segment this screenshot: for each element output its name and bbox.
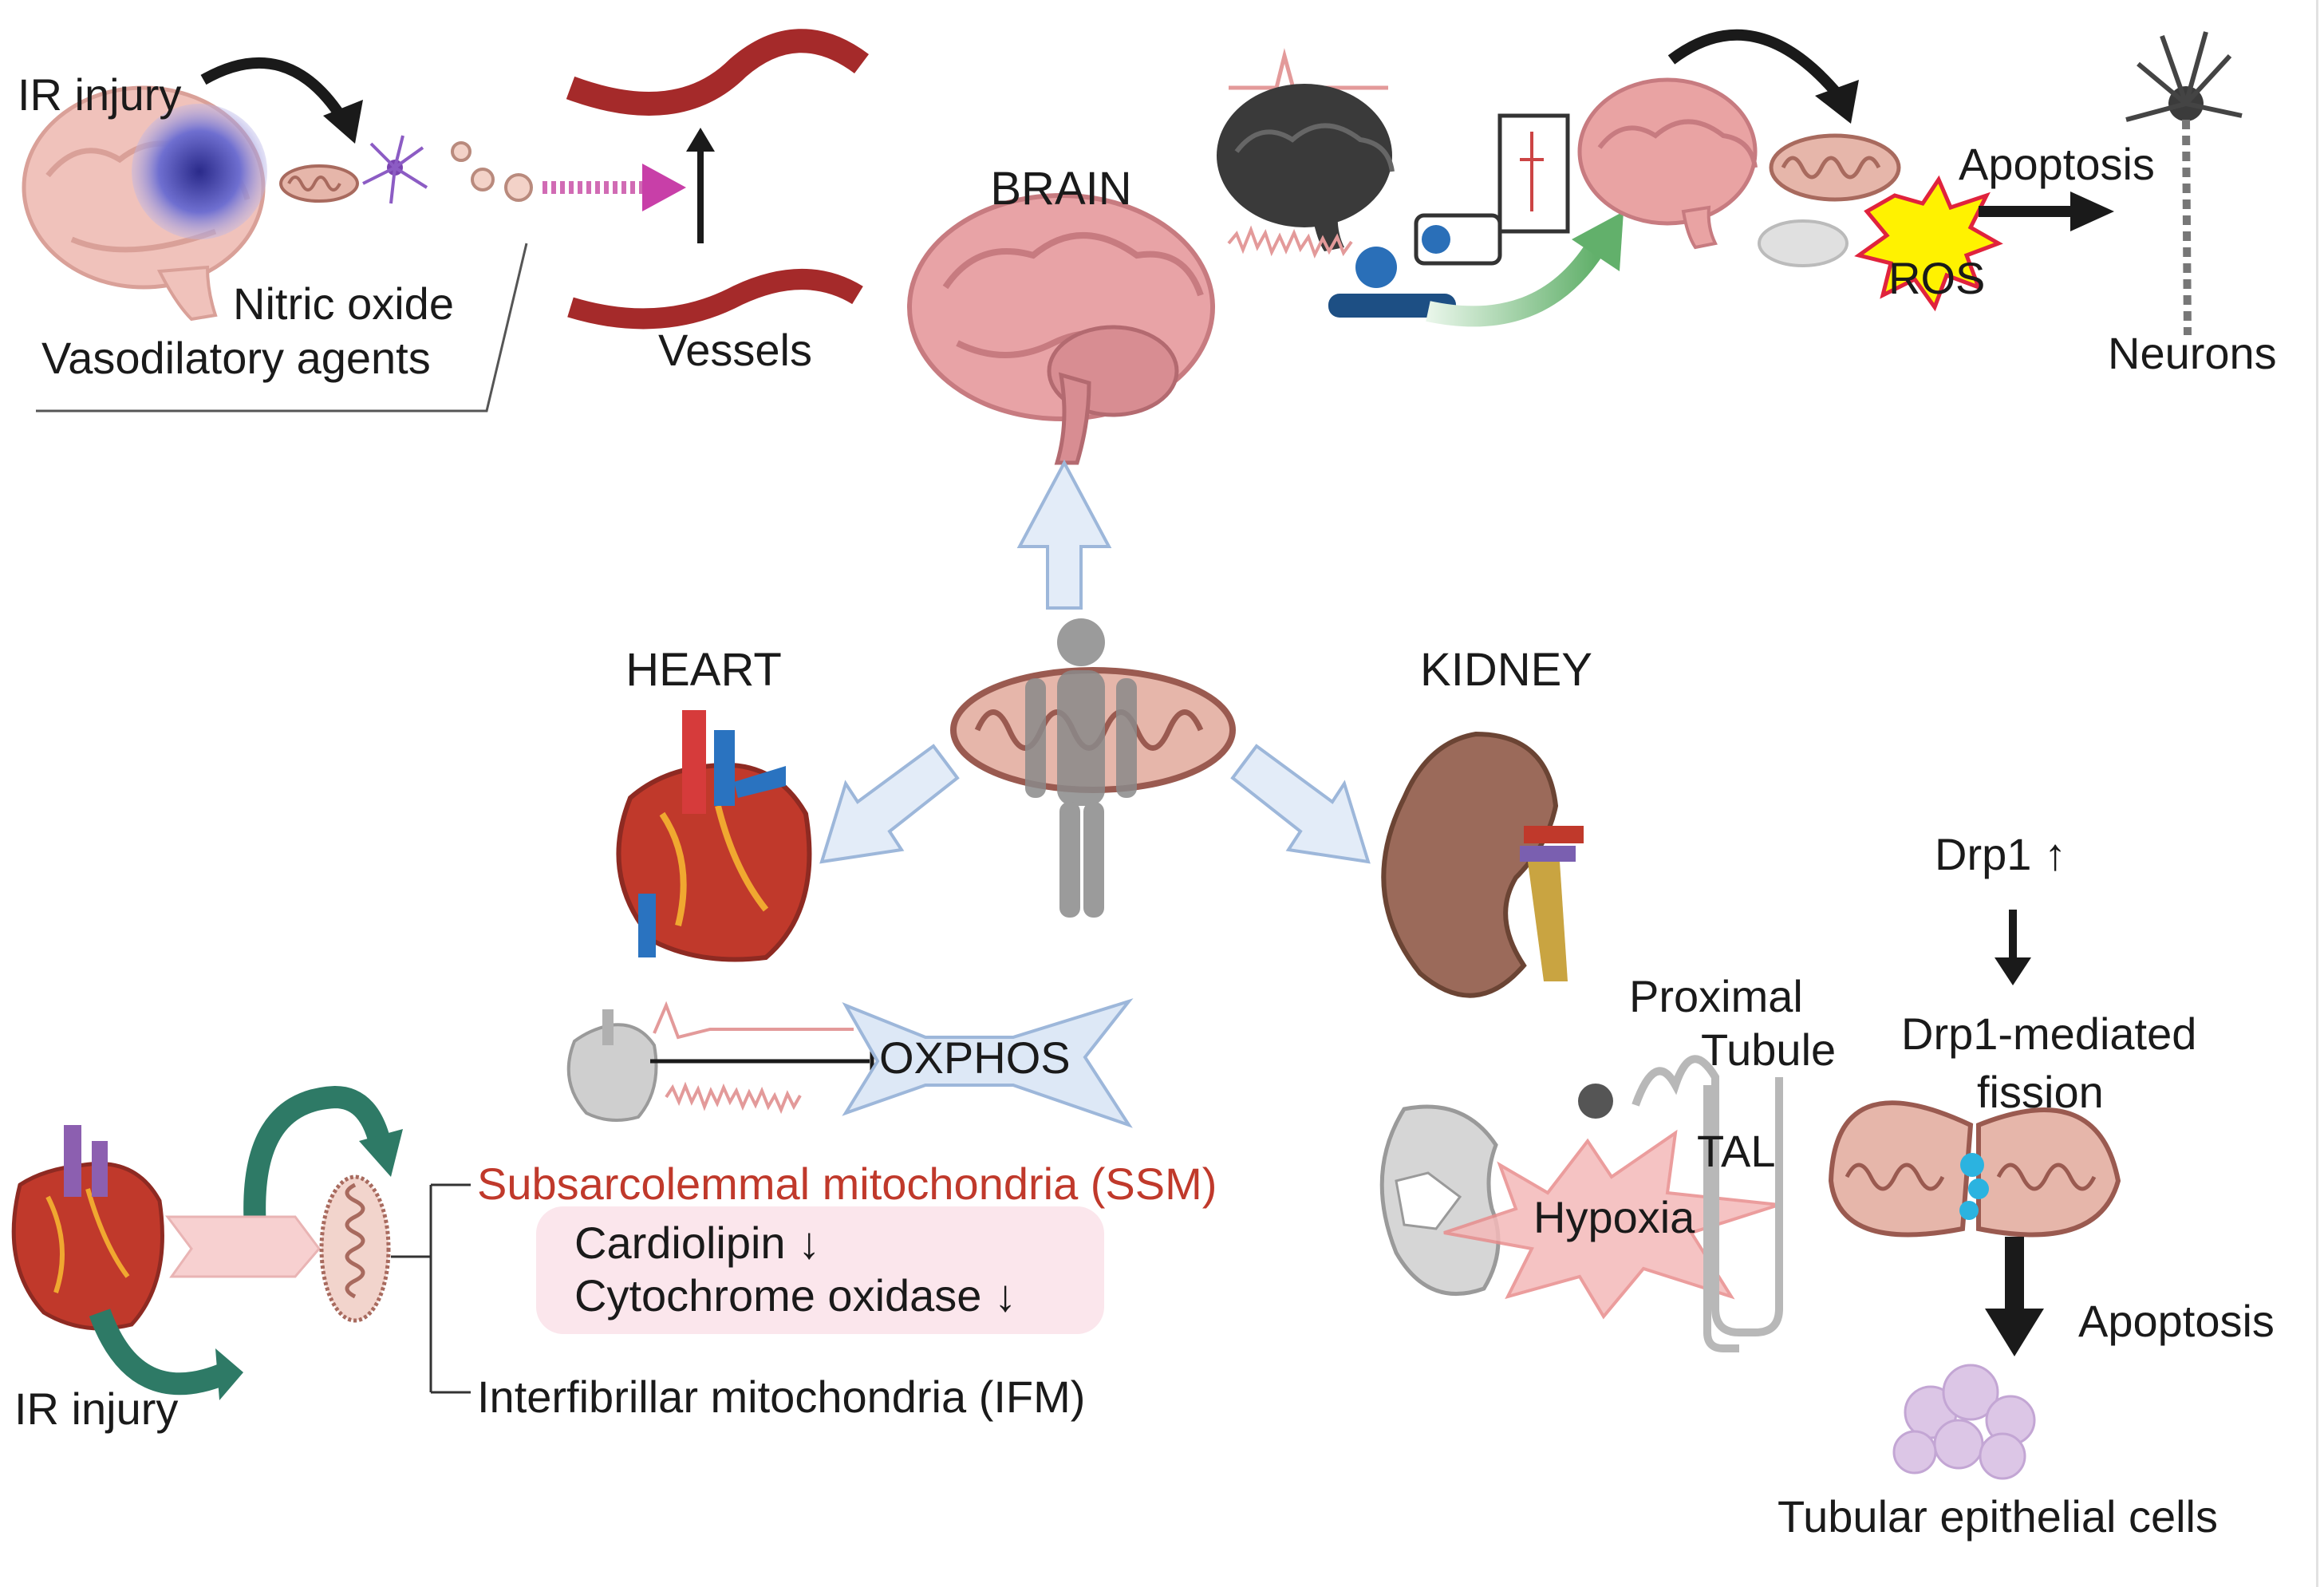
human-body-icon bbox=[1025, 618, 1137, 918]
dark-brain-icon bbox=[1217, 84, 1395, 251]
heart-noise-trace-icon bbox=[665, 1081, 802, 1115]
hypoxia-burst-icon bbox=[1443, 1129, 1780, 1320]
vessels-label: Vessels bbox=[658, 325, 812, 375]
oxphos-bowtie-icon bbox=[842, 998, 1134, 1128]
hypoxia-label: Hypoxia bbox=[1533, 1192, 1695, 1242]
brain-mitochondrion-icon bbox=[1758, 133, 1901, 267]
vasodilatory-label: Vasodilatory agents bbox=[41, 333, 431, 383]
up-arrow-to-brain-icon bbox=[1016, 459, 1112, 610]
ecmo-device-icon bbox=[1414, 113, 1570, 266]
heart-mitochondrion-icon bbox=[319, 1174, 391, 1323]
nitric-oxide-droplets-icon bbox=[451, 141, 533, 202]
heart-ecg-trace-icon bbox=[653, 1001, 854, 1040]
cardiolipin-label: Cardiolipin ↓ bbox=[574, 1218, 821, 1268]
patient-icon bbox=[1328, 247, 1456, 318]
drp1-label: Drp1 ↑ bbox=[1935, 829, 2066, 879]
reperfusion-green-arrow-icon bbox=[1426, 241, 1604, 327]
ssm-ifm-bracket bbox=[391, 1183, 471, 1394]
ros-label: ROS bbox=[1888, 253, 1986, 303]
teal-curved-arrow-top-icon bbox=[243, 1085, 393, 1230]
kidney-apoptosis-label: Apoptosis bbox=[2078, 1296, 2275, 1346]
kidney-icon bbox=[1381, 731, 1584, 998]
arrow-to-heart-icon bbox=[819, 744, 960, 864]
vessel-top-icon bbox=[566, 29, 869, 116]
neurons-label: Neurons bbox=[2108, 328, 2277, 378]
reperfused-brain-icon bbox=[1577, 77, 1758, 250]
arrow-to-kidney-icon bbox=[1230, 744, 1371, 864]
tubule-label: Tubule bbox=[1701, 1024, 1837, 1075]
brain-title: BRAIN bbox=[990, 163, 1132, 215]
right-edge-line bbox=[2316, 0, 2318, 1587]
mitochondrion-small-icon bbox=[279, 164, 359, 203]
kidney-title: KIDNEY bbox=[1420, 644, 1592, 696]
heart-icon bbox=[616, 710, 812, 962]
tal-label: TAL bbox=[1697, 1126, 1776, 1176]
neuron-small-icon bbox=[362, 135, 428, 204]
bracket-line bbox=[36, 243, 528, 413]
cytochrome-oxidase-label: Cytochrome oxidase ↓ bbox=[574, 1270, 1017, 1321]
tubular-cells-icon bbox=[1892, 1364, 2036, 1480]
kidney-cross-section-icon bbox=[1379, 1084, 1613, 1297]
vessel-bottom-icon bbox=[567, 269, 863, 330]
fission-mitochondrion-icon bbox=[1828, 1100, 2121, 1238]
oxphos-label: OXPHOS bbox=[879, 1032, 1071, 1083]
gray-heart-icon bbox=[566, 1009, 658, 1122]
ssm-label: Subsarcolemmal mitochondria (SSM) bbox=[477, 1159, 1217, 1209]
tubular-cells-label: Tubular epithelial cells bbox=[1778, 1491, 2218, 1542]
ros-burst-icon bbox=[1854, 175, 2003, 312]
brain-apoptosis-label: Apoptosis bbox=[1959, 139, 2155, 189]
ischemic-brain-icon bbox=[22, 85, 267, 322]
ir-heart-icon bbox=[11, 1125, 164, 1331]
apoptosis-down-arrow-icon bbox=[2005, 1237, 2024, 1313]
nephron-tubule-icon bbox=[1632, 1055, 1783, 1352]
teal-curved-arrow-bottom-icon bbox=[89, 1309, 232, 1396]
brain-ir-injury-label: IR injury bbox=[18, 69, 182, 120]
brain-sagittal-icon bbox=[907, 193, 1215, 465]
ssm-changes-box bbox=[536, 1206, 1104, 1334]
eeg-trace-icon bbox=[1227, 225, 1353, 259]
cardiomyocyte-icon bbox=[165, 1215, 321, 1278]
ifm-label: Interfibrillar mitochondria (IFM) bbox=[477, 1372, 1086, 1422]
proximal-label: Proximal bbox=[1629, 971, 1803, 1021]
fission-label: fission bbox=[1977, 1067, 2104, 1117]
ir-curved-arrow-icon bbox=[200, 57, 348, 123]
nitric-oxide-label: Nitric oxide bbox=[233, 278, 454, 329]
neuron-icon bbox=[2125, 31, 2243, 336]
ros-curved-arrow-icon bbox=[1667, 29, 1844, 100]
drp1-mediated-label: Drp1-mediated bbox=[1901, 1009, 2197, 1059]
heart-ir-injury-label: IR injury bbox=[14, 1384, 179, 1434]
heart-title: HEART bbox=[625, 644, 782, 696]
